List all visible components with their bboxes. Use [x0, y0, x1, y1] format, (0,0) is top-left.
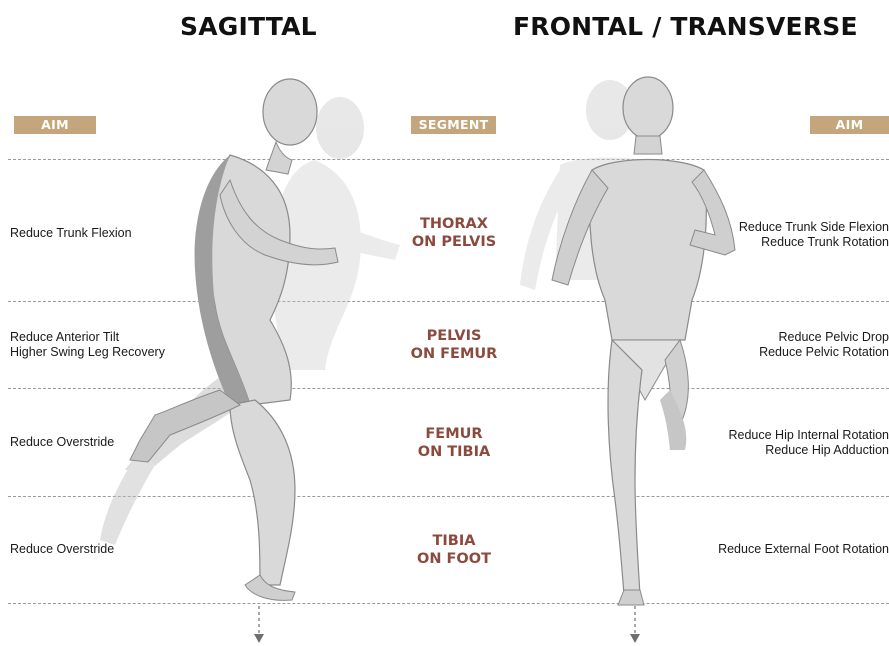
aim-line: Reduce External Foot Rotation: [718, 542, 889, 557]
aim-line: Higher Swing Leg Recovery: [10, 345, 165, 360]
aim-line: Reduce Hip Internal Rotation: [728, 428, 889, 443]
segment-tibia-on-foot: TIBIA ON FOOT: [393, 532, 515, 568]
aim-line: Reduce Trunk Side Flexion: [739, 220, 889, 235]
aim-sagittal-tibia: Reduce Overstride: [10, 542, 114, 557]
dashed-arrow-down-icon: [628, 606, 642, 646]
aim-sagittal-thorax: Reduce Trunk Flexion: [10, 226, 132, 241]
aim-line: Reduce Overstride: [10, 542, 114, 557]
aim-line: Reduce Pelvic Drop: [759, 330, 889, 345]
segment-pelvis-on-femur: PELVIS ON FEMUR: [393, 327, 515, 363]
segment-line: ON FEMUR: [393, 345, 515, 363]
segment-line: TIBIA: [393, 532, 515, 550]
segment-line: THORAX: [393, 215, 515, 233]
segment-line: FEMUR: [393, 425, 515, 443]
segment-thorax-on-pelvis: THORAX ON PELVIS: [393, 215, 515, 251]
aim-frontal-femur: Reduce Hip Internal Rotation Reduce Hip …: [728, 428, 889, 458]
aim-tag-frontal: AIM: [810, 116, 889, 134]
aim-sagittal-pelvis: Reduce Anterior Tilt Higher Swing Leg Re…: [10, 330, 165, 360]
sagittal-heading: SAGITTAL: [180, 12, 317, 41]
aim-line: Reduce Trunk Flexion: [10, 226, 132, 241]
aim-frontal-pelvis: Reduce Pelvic Drop Reduce Pelvic Rotatio…: [759, 330, 889, 360]
aim-line: Reduce Overstride: [10, 435, 114, 450]
segment-line: ON TIBIA: [393, 443, 515, 461]
aim-frontal-thorax: Reduce Trunk Side Flexion Reduce Trunk R…: [739, 220, 889, 250]
aim-line: Reduce Pelvic Rotation: [759, 345, 889, 360]
segment-femur-on-tibia: FEMUR ON TIBIA: [393, 425, 515, 461]
segment-tag: SEGMENT: [411, 116, 496, 134]
aim-sagittal-femur: Reduce Overstride: [10, 435, 114, 450]
aim-frontal-tibia: Reduce External Foot Rotation: [718, 542, 889, 557]
frontal-transverse-heading: FRONTAL / TRANSVERSE: [513, 12, 858, 41]
aim-line: Reduce Trunk Rotation: [739, 235, 889, 250]
aim-line: Reduce Hip Adduction: [728, 443, 889, 458]
segment-line: ON FOOT: [393, 550, 515, 568]
segment-line: ON PELVIS: [393, 233, 515, 251]
aim-line: Reduce Anterior Tilt: [10, 330, 165, 345]
dashed-arrow-down-icon: [252, 606, 266, 646]
segment-line: PELVIS: [393, 327, 515, 345]
running-figure-front-view: [520, 70, 770, 610]
